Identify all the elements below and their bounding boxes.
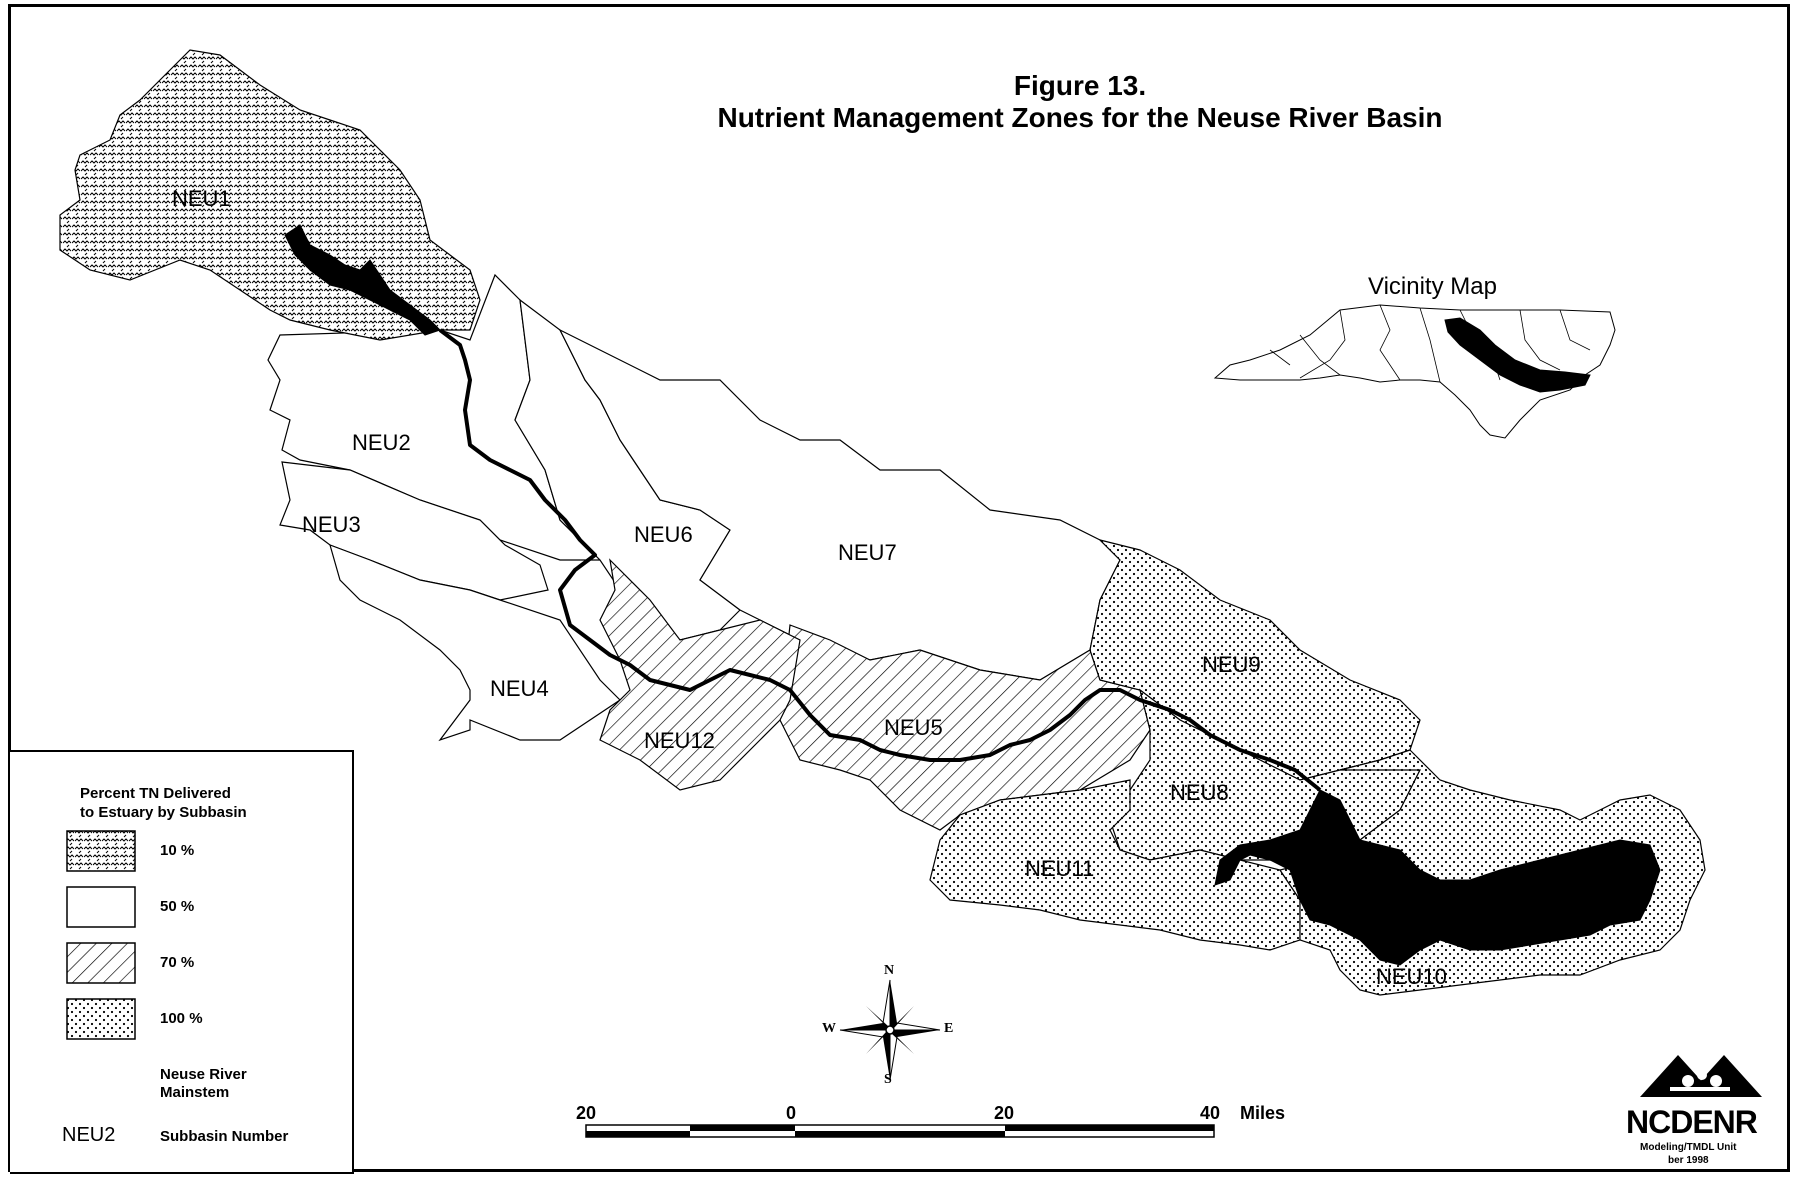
- vicinity-map: [1213, 304, 1616, 439]
- logo-date: ber 1998: [1668, 1155, 1709, 1166]
- legend-label-10: 10 %: [160, 842, 195, 859]
- label-neu10: NEU10: [1376, 964, 1447, 989]
- subbasin-neu12: [599, 558, 801, 791]
- legend: Percent TN Delivered to Estuary by Subba…: [10, 750, 354, 1174]
- legend-river-label: Neuse River Mainstem: [160, 1066, 247, 1101]
- ncdenr-logo-icon: [1640, 1055, 1762, 1097]
- logo-unit: Modeling/TMDL Unit: [1640, 1142, 1737, 1153]
- label-neu3: NEU3: [302, 512, 361, 537]
- falls-lake: [284, 224, 441, 336]
- label-neu6: NEU6: [634, 522, 693, 547]
- label-neu12: NEU12: [644, 728, 715, 753]
- map-frame: [8, 4, 1790, 1172]
- legend-label-70: 70 %: [160, 954, 195, 971]
- neuse-estuary: [1214, 789, 1661, 966]
- label-neu1: NEU1: [172, 186, 231, 211]
- legend-subbasin-example: NEU2: [62, 1124, 116, 1146]
- label-neu9: NEU9: [1202, 652, 1261, 677]
- compass-e: E: [944, 1021, 954, 1036]
- scale-tick-20: 20: [994, 1103, 1015, 1123]
- figure-title: Nutrient Management Zones for the Neuse …: [717, 102, 1443, 133]
- label-neu8: NEU8: [1170, 780, 1229, 805]
- scale-bar: [585, 1124, 1215, 1138]
- legend-swatch-70: [66, 942, 136, 984]
- compass-rose: [839, 979, 941, 1081]
- compass-n: N: [884, 963, 895, 978]
- compass-w: W: [822, 1021, 836, 1036]
- label-neu7: NEU7: [838, 540, 897, 565]
- scale-tick-0: 0: [786, 1103, 797, 1123]
- subbasin-neu2: [267, 273, 602, 561]
- label-neu5: NEU5: [884, 715, 943, 740]
- scale-unit: Miles: [1240, 1103, 1286, 1123]
- logo-name: NCDENR: [1626, 1104, 1758, 1140]
- legend-title: Percent TN Delivered to Estuary by Subba…: [80, 785, 247, 821]
- neuse-river-mainstem: [438, 328, 1322, 792]
- legend-label-100: 100 %: [160, 1010, 203, 1027]
- scale-tick-20-left: 20: [576, 1103, 597, 1123]
- subbasin-neu5: [779, 624, 1151, 831]
- subbasin-neu4: [329, 544, 621, 742]
- scale-tick-40: 40: [1200, 1103, 1221, 1123]
- vicinity-map-title: Vicinity Map: [1368, 273, 1497, 300]
- legend-swatch-10: [66, 830, 136, 872]
- legend-swatch-100: [66, 998, 136, 1040]
- legend-subbasin-label: Subbasin Number: [160, 1128, 289, 1145]
- subbasin-neu11: [929, 779, 1301, 951]
- label-neu2: NEU2: [352, 430, 411, 455]
- compass-s: S: [884, 1072, 892, 1087]
- label-neu4: NEU4: [490, 676, 549, 701]
- legend-label-50: 50 %: [160, 898, 195, 915]
- figure-number: Figure 13.: [1013, 70, 1147, 101]
- legend-swatch-50: [66, 886, 136, 928]
- label-neu11: NEU11: [1025, 856, 1095, 881]
